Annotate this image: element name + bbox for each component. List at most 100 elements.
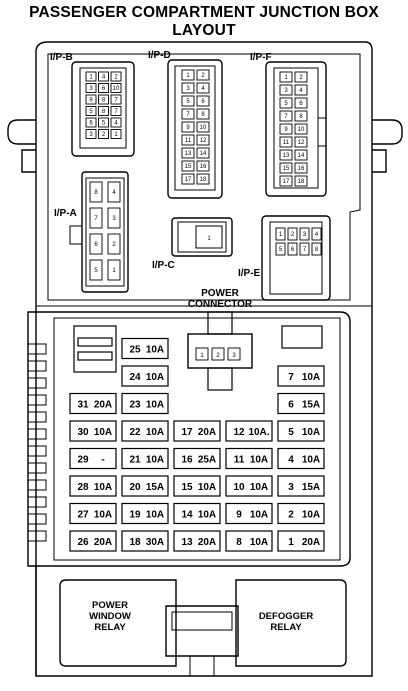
pin-label: 9 [186, 125, 190, 131]
ip-b-pin: 4 [98, 71, 109, 82]
defogger-relay-label-1: DEFOGGER [259, 611, 314, 622]
fuse-number: 3 [288, 482, 294, 493]
pin-label: 14 [298, 153, 305, 159]
fuse-number: 11 [234, 455, 245, 466]
fuse-11: 11 10A [225, 447, 273, 470]
pin-label: 18 [298, 179, 305, 185]
pin-label: 1 [200, 353, 204, 359]
ip-f-pin: 13 [279, 149, 293, 161]
pin-label: 7 [186, 112, 190, 118]
ip-a-pin: 4 [107, 181, 121, 203]
fuse-24: 24 10A [121, 365, 169, 387]
fuse-number: 12 [233, 427, 245, 438]
fuse-rating: 10A [94, 427, 112, 438]
ip-d-pin: 6 [196, 95, 210, 107]
ip-d-pin: 10 [196, 121, 210, 133]
pin-label: 16 [298, 166, 305, 172]
rib [28, 445, 47, 457]
pin-label: 5 [94, 268, 98, 274]
ip-f-pin: 15 [279, 162, 293, 174]
fuse-number: 15 [181, 482, 193, 493]
rib [28, 428, 47, 440]
pin-label: 8 [102, 98, 106, 104]
power-window-relay-label-2: WINDOW [89, 611, 131, 622]
rib [28, 377, 47, 389]
pin-label: 9 [89, 98, 93, 104]
ip-f-pin: 11 [279, 136, 293, 148]
pin-label: 1 [284, 75, 288, 81]
ip-e-pin: 8 [311, 242, 322, 256]
ip-d-pin: 2 [196, 69, 210, 81]
label-ip-f: I/P-F [250, 52, 272, 63]
ip-f-pin: 2 [294, 71, 308, 83]
fuse-number: 28 [77, 482, 89, 493]
fuse-number: 31 [77, 400, 89, 411]
fuse-number: 17 [181, 427, 193, 438]
fuse-rating: 20A [94, 537, 112, 548]
ip-d-pin: 14 [196, 147, 210, 159]
fuse-number: 13 [181, 537, 193, 548]
ip-d-pin: 11 [181, 134, 195, 146]
pin-label: 4 [114, 121, 118, 127]
ip-f-pin: 9 [279, 123, 293, 135]
pin-label: 2 [112, 242, 116, 248]
pin-label: 2 [201, 73, 205, 79]
pin-label: 3 [284, 88, 288, 94]
ip-f-pin: 5 [279, 97, 293, 109]
fuse-number: 4 [288, 455, 294, 466]
fuse-rating: 30A [146, 537, 164, 548]
ip-f-pin: 16 [294, 162, 308, 174]
fuse-rating: 10A [94, 510, 112, 521]
rib [28, 530, 47, 542]
ip-b-pin: 1 [110, 129, 122, 139]
page-title: PASSENGER COMPARTMENT JUNCTION BOX LAYOU… [0, 4, 408, 40]
ip-b-pin: 6 [98, 83, 109, 93]
ip-e-pin: 2 [287, 227, 298, 241]
fuse-number: 26 [77, 537, 89, 548]
ip-b-pin: 2 [110, 71, 122, 82]
fuse-rating: 10A [198, 482, 216, 493]
pin-label: 3 [232, 353, 236, 359]
fuse-number: 9 [236, 510, 242, 521]
pin-label: 7 [114, 109, 118, 115]
pin-label: 2 [291, 232, 295, 238]
ip-c-pin: 1 [207, 236, 211, 242]
fuse-rating: 15A [302, 482, 320, 493]
pin-label: 7 [94, 216, 98, 222]
ip-d-pin: 7 [181, 108, 195, 120]
fuse-rating: 10A [250, 455, 268, 466]
ip-b-pin: 9 [85, 94, 97, 105]
title-line-2: LAYOUT [172, 22, 236, 39]
rib [28, 496, 47, 508]
ip-a-pin: 3 [107, 207, 121, 229]
pin-label: 2 [299, 75, 303, 81]
pin-label: 1 [114, 132, 118, 138]
fuse-30: 30 10A [69, 420, 117, 442]
ip-d-pin: 17 [181, 173, 195, 185]
pin-label: 5 [89, 109, 93, 115]
fuse-number: 19 [129, 510, 141, 521]
pin-label: 1 [279, 232, 283, 238]
fuse-rating: 10A [198, 510, 216, 521]
pin-label: 2 [114, 75, 118, 81]
pin-label: 10 [200, 125, 207, 131]
fuse-number: 30 [77, 427, 89, 438]
pin-label: 8 [201, 112, 205, 118]
pin-label: 1 [186, 73, 190, 79]
pin-label: 6 [201, 99, 205, 105]
fuse-rating: 10A [146, 400, 164, 411]
fuse-rating: 10A [146, 372, 164, 383]
rib [28, 343, 47, 355]
label-ip-a: I/P-A [54, 208, 77, 219]
fuse-number: 24 [129, 372, 141, 383]
